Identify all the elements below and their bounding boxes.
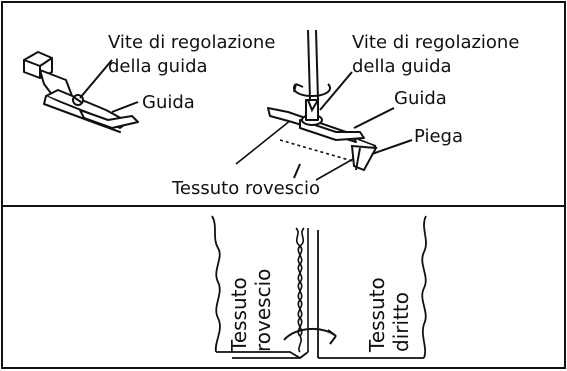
fabric-reverse-vertical-line2: rovescio <box>251 269 275 352</box>
screwdriver-guide-leader <box>353 107 395 129</box>
fabric-reverse-top-label: Tessuto rovescio <box>171 178 320 199</box>
fabric-right-vertical-line1: Tessuto <box>365 277 389 353</box>
presser-guide-label: Guida <box>142 92 195 113</box>
right-fabric-panel <box>317 215 427 359</box>
presser-screw-leader <box>79 59 113 99</box>
fabric-right-vertical-line2: diritto <box>389 292 413 352</box>
unfold-arrow-icon <box>283 328 337 345</box>
fold-leader <box>371 139 413 155</box>
fold-edge <box>350 144 378 172</box>
presser-screw-label-line1: Vite di regolazione <box>108 32 275 53</box>
presser-foot-icon <box>23 51 139 133</box>
fabric-reverse-vertical-line1: Tessuto <box>227 277 251 353</box>
blind-stitch-seam <box>295 227 309 353</box>
screwdriver-icon <box>307 29 319 113</box>
screwdriver-screw-leader <box>319 71 353 111</box>
presser-guide-leader <box>111 101 139 113</box>
fabric-reverse-leader <box>293 163 301 179</box>
fold-label: Piega <box>414 126 463 147</box>
screwdriver-screw-label-line2: della guida <box>352 56 452 77</box>
screwdriver-screw-label-line1: Vite di regolazione <box>352 32 519 53</box>
rotation-arrow-icon <box>293 83 331 98</box>
presser-sole <box>267 99 365 143</box>
left-fabric-panel <box>211 215 309 360</box>
presser-screw-label-line2: della guida <box>108 56 208 77</box>
screwdriver-guide-label: Guida <box>394 88 447 109</box>
